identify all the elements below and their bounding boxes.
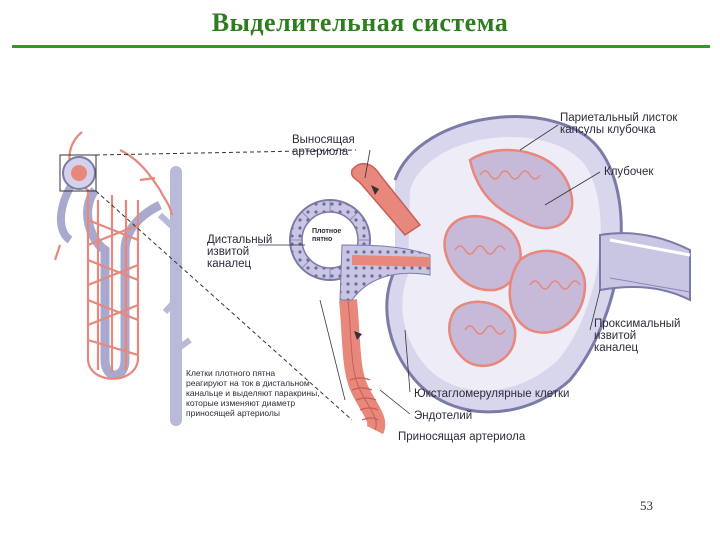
nephron-overview xyxy=(53,131,192,426)
slide-title: Выделительная система xyxy=(211,8,509,37)
renal-corpuscle-detail xyxy=(258,115,691,435)
label-endothelium: Эндотелий xyxy=(414,410,473,422)
page-number: 53 xyxy=(640,498,653,513)
label-efferent-arteriole: Выносящая артериола xyxy=(292,134,355,158)
label-proximal-tubule: Проксимальный извитой каналец xyxy=(594,318,681,354)
label-glomerulus: Клубочек xyxy=(604,166,654,178)
label-distal-tubule: Дистальный извитой каналец xyxy=(207,234,273,270)
title-divider xyxy=(12,45,710,48)
label-macula-densa: Плотное пятно xyxy=(312,228,342,243)
label-parietal-layer: Париетальный листок капсулы клубочка xyxy=(560,112,678,136)
label-afferent-arteriole: Приносящая артериола xyxy=(398,431,526,443)
zoom-connector-lines xyxy=(95,149,357,421)
label-juxtaglomerular-cells: Юкстагломерулярные клетки xyxy=(414,388,570,400)
label-macula-cells-note: Клетки плотного пятна реагируют на ток в… xyxy=(186,368,320,418)
